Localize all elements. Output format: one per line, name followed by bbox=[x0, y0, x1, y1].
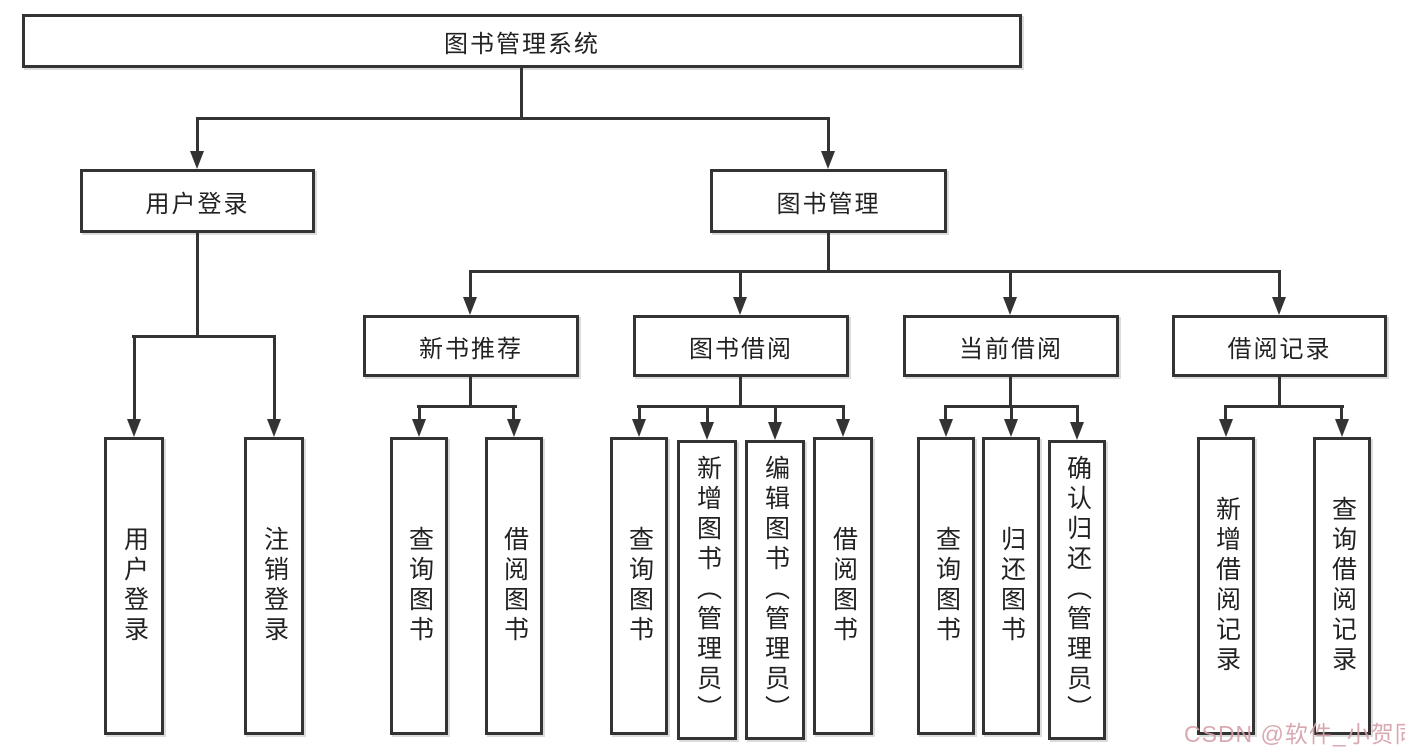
arrow-down-icon bbox=[1004, 419, 1018, 437]
node-user-login: 用户登录 bbox=[80, 169, 315, 233]
node-label: 用户登录 bbox=[120, 526, 149, 646]
node-label: 新书推荐 bbox=[419, 335, 523, 363]
connector-line bbox=[739, 375, 742, 406]
node-label: 借阅记录 bbox=[1227, 335, 1332, 363]
node-label: 借阅图书 bbox=[829, 526, 858, 646]
leaf-query-books-recommend: 查询图书 bbox=[390, 437, 448, 735]
watermark: CSDN @软件_小贺同学 bbox=[1184, 721, 1405, 747]
node-label: 图书管理系统 bbox=[444, 30, 600, 58]
connector-line bbox=[133, 335, 136, 421]
connector-line bbox=[520, 68, 523, 120]
connector-line bbox=[1076, 405, 1079, 424]
leaf-return-books: 归还图书 bbox=[982, 437, 1040, 735]
connector-line bbox=[739, 270, 742, 299]
connector-line bbox=[417, 405, 517, 408]
connector-line bbox=[944, 405, 947, 421]
arrow-down-icon bbox=[632, 419, 646, 437]
arrow-down-icon bbox=[1070, 422, 1084, 440]
node-borrowing-records: 借阅记录 bbox=[1172, 315, 1387, 377]
arrow-down-icon bbox=[821, 151, 835, 169]
connector-line bbox=[196, 117, 830, 120]
connector-line bbox=[418, 405, 421, 421]
connector-line bbox=[469, 375, 472, 406]
connector-line bbox=[1340, 405, 1343, 421]
connector-line bbox=[512, 405, 515, 421]
node-label: 编辑图书（管理员） bbox=[761, 455, 790, 725]
connector-line bbox=[774, 405, 777, 424]
arrow-down-icon bbox=[1335, 419, 1349, 437]
connector-line bbox=[1009, 375, 1012, 406]
node-label: 当前借阅 bbox=[959, 335, 1063, 363]
node-label: 查询图书 bbox=[405, 526, 434, 646]
node-book-borrowing: 图书借阅 bbox=[633, 315, 849, 377]
arrow-down-icon bbox=[768, 422, 782, 440]
leaf-logout: 注销登录 bbox=[244, 437, 304, 735]
connector-line bbox=[132, 335, 276, 338]
connector-line bbox=[1278, 270, 1281, 299]
node-new-book-recommendation: 新书推荐 bbox=[363, 315, 579, 377]
arrow-down-icon bbox=[507, 419, 521, 437]
arrow-down-icon bbox=[700, 422, 714, 440]
leaf-add-borrow-record: 新增借阅记录 bbox=[1197, 437, 1255, 735]
leaf-borrow-books-recommend: 借阅图书 bbox=[485, 437, 543, 735]
arrow-down-icon bbox=[1219, 419, 1233, 437]
node-label: 新增图书（管理员） bbox=[693, 455, 722, 725]
connector-line bbox=[469, 270, 1281, 273]
connector-line bbox=[1010, 405, 1013, 421]
arrow-down-icon bbox=[267, 419, 281, 437]
node-library-management-system: 图书管理系统 bbox=[22, 14, 1022, 68]
node-book-management: 图书管理 bbox=[710, 169, 947, 233]
node-label: 图书借阅 bbox=[689, 335, 793, 363]
arrow-down-icon bbox=[1272, 297, 1286, 315]
connector-line bbox=[637, 405, 845, 408]
connector-line bbox=[638, 405, 641, 421]
node-label: 图书管理 bbox=[776, 190, 881, 218]
leaf-borrow-books: 借阅图书 bbox=[813, 437, 873, 735]
arrow-down-icon bbox=[190, 151, 204, 169]
node-label: 新增借阅记录 bbox=[1212, 496, 1241, 676]
arrow-down-icon bbox=[939, 419, 953, 437]
node-label: 查询图书 bbox=[932, 526, 961, 646]
node-label: 确认归还（管理员） bbox=[1063, 455, 1092, 725]
connector-line bbox=[196, 231, 199, 335]
node-label: 用户登录 bbox=[145, 190, 250, 218]
leaf-user-login: 用户登录 bbox=[104, 437, 164, 735]
leaf-edit-book-admin: 编辑图书（管理员） bbox=[745, 440, 805, 740]
node-label: 借阅图书 bbox=[500, 526, 529, 646]
connector-line bbox=[827, 231, 830, 272]
node-label: 查询图书 bbox=[625, 526, 654, 646]
node-label: 查询借阅记录 bbox=[1328, 496, 1357, 676]
node-current-borrowing: 当前借阅 bbox=[903, 315, 1119, 377]
arrow-down-icon bbox=[412, 419, 426, 437]
node-label: 归还图书 bbox=[997, 526, 1026, 646]
connector-line bbox=[273, 335, 276, 421]
leaf-query-books-current: 查询图书 bbox=[917, 437, 975, 735]
arrow-down-icon bbox=[1003, 297, 1017, 315]
connector-line bbox=[827, 117, 830, 155]
leaf-confirm-return-admin: 确认归还（管理员） bbox=[1048, 440, 1106, 740]
arrow-down-icon bbox=[733, 297, 747, 315]
leaf-query-books-borrowing: 查询图书 bbox=[610, 437, 668, 735]
connector-line bbox=[706, 405, 709, 424]
connector-line bbox=[1009, 270, 1012, 299]
connector-line bbox=[1224, 405, 1227, 421]
leaf-query-borrow-record: 查询借阅记录 bbox=[1313, 437, 1371, 735]
node-label: 注销登录 bbox=[260, 526, 289, 646]
arrow-down-icon bbox=[127, 419, 141, 437]
arrow-down-icon bbox=[463, 297, 477, 315]
connector-line bbox=[469, 270, 472, 299]
leaf-add-book-admin: 新增图书（管理员） bbox=[677, 440, 737, 740]
connector-line bbox=[1224, 405, 1344, 408]
arrow-down-icon bbox=[836, 419, 850, 437]
connector-line bbox=[196, 117, 199, 155]
connector-line bbox=[1278, 375, 1281, 406]
connector-line bbox=[842, 405, 845, 421]
